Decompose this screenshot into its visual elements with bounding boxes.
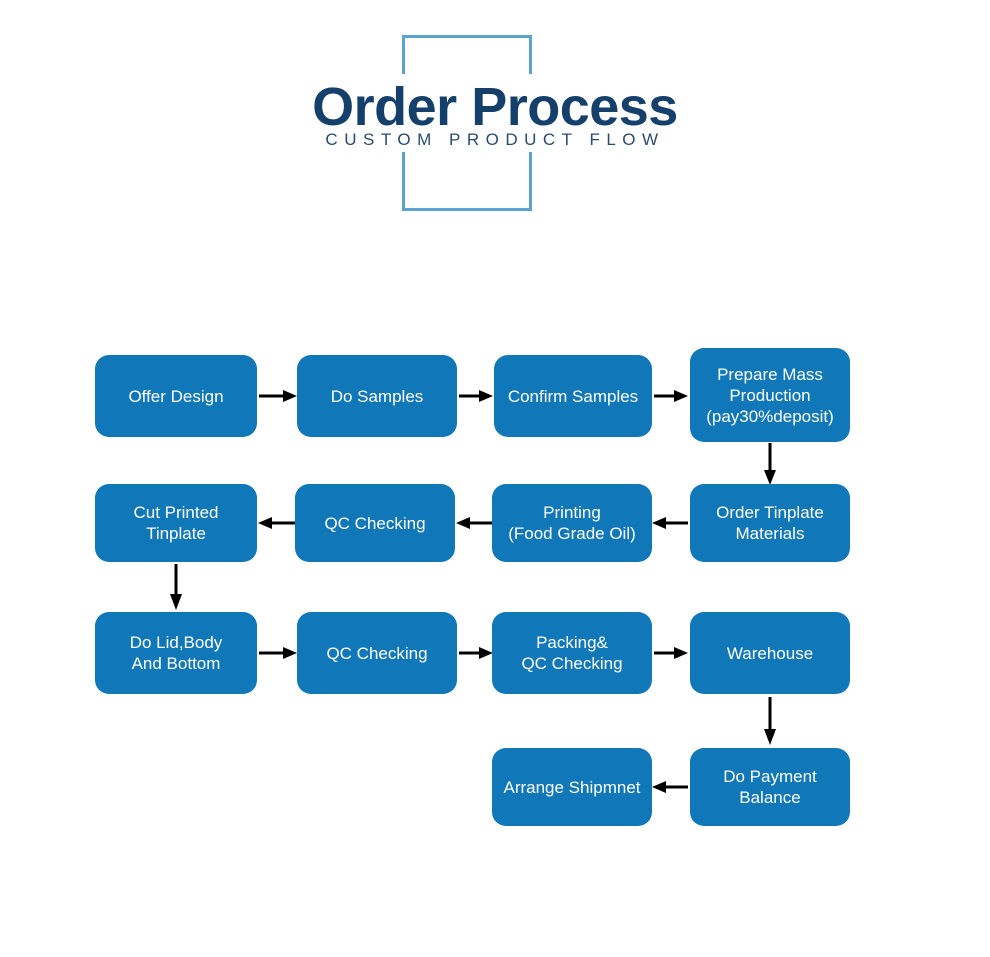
flow-node-qc-checking-2[interactable]: QC Checking	[297, 612, 457, 694]
page-subtitle: CUSTOM PRODUCT FLOW	[0, 128, 990, 152]
arrow-left-n13-n14	[652, 778, 688, 796]
flow-node-order-tinplate-materials[interactable]: Order Tinplate Materials	[690, 484, 850, 562]
flow-node-do-payment-balance[interactable]: Do Payment Balance	[690, 748, 850, 826]
arrow-left-n7-n8	[258, 514, 295, 532]
arrow-right-n10-n11	[459, 644, 493, 662]
arrow-left-n5-n6	[652, 514, 688, 532]
flow-node-do-lid-body-and-bottom[interactable]: Do Lid,Body And Bottom	[95, 612, 257, 694]
flow-node-packing-qc-checking[interactable]: Packing& QC Checking	[492, 612, 652, 694]
page-title: Order Process	[0, 74, 990, 138]
flow-node-printing-food-grade-oil[interactable]: Printing (Food Grade Oil)	[492, 484, 652, 562]
flow-node-arrange-shipmnet[interactable]: Arrange Shipmnet	[492, 748, 652, 826]
flow-node-cut-printed-tinplate[interactable]: Cut Printed Tinplate	[95, 484, 257, 562]
arrow-down-n8-n9	[167, 564, 185, 610]
flow-node-prepare-mass-production[interactable]: Prepare Mass Production (pay30%deposit)	[690, 348, 850, 442]
arrow-right-n3-n4	[654, 387, 688, 405]
arrow-right-n1-n2	[259, 387, 297, 405]
arrow-down-n12-n13	[761, 697, 779, 745]
arrow-right-n9-n10	[259, 644, 297, 662]
flow-node-offer-design[interactable]: Offer Design	[95, 355, 257, 437]
arrow-right-n11-n12	[654, 644, 688, 662]
arrow-right-n2-n3	[459, 387, 493, 405]
flow-node-confirm-samples[interactable]: Confirm Samples	[494, 355, 652, 437]
arrow-left-n6-n7	[456, 514, 492, 532]
arrow-down-n4-n5	[761, 443, 779, 485]
flow-node-do-samples[interactable]: Do Samples	[297, 355, 457, 437]
header-block: Order Process CUSTOM PRODUCT FLOW	[0, 0, 990, 300]
flow-node-warehouse[interactable]: Warehouse	[690, 612, 850, 694]
flow-node-qc-checking-1[interactable]: QC Checking	[295, 484, 455, 562]
